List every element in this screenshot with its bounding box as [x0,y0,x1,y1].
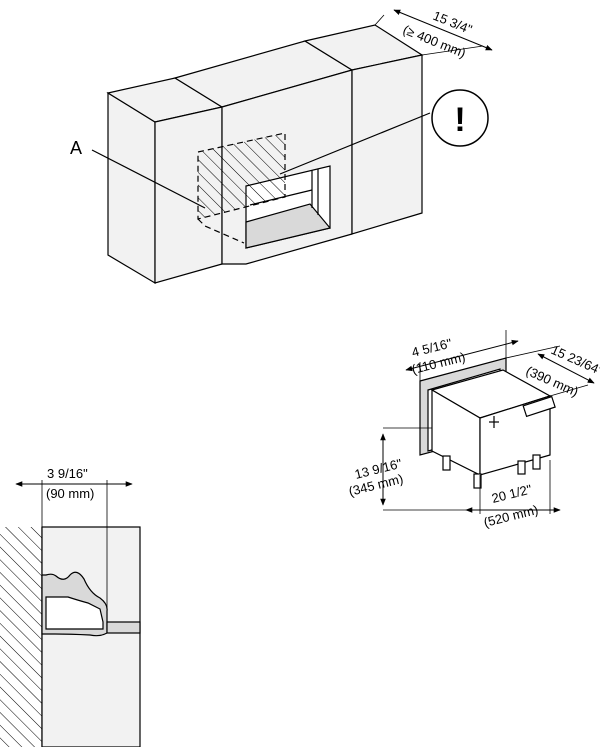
niche-floor [245,203,332,249]
warning-mark: ! [454,101,465,139]
right-cabinet-front [351,54,423,235]
appliance-view [380,330,595,514]
callout-warning-line [279,112,431,175]
appliance-handle [522,395,556,418]
cabinet-section [41,526,141,748]
top-depth-in: 15 3/4" [431,8,475,37]
callout-a-line [91,149,206,209]
gap-mm: (90 mm) [46,486,94,501]
marked-area-a [197,132,286,220]
gap-in: 3 9/16" [47,466,88,481]
label-a: A [70,138,82,158]
front-width-dimension-line [405,339,519,372]
wall-hatched [0,527,42,747]
section-view [0,480,141,748]
left-cabinet-front [107,91,156,285]
width-in: 20 1/2" [490,481,534,506]
cabinet-niche-view [91,9,493,285]
depth-dimension-line-appliance [537,353,595,384]
width-mm: (520 mm) [482,502,540,530]
depth-dimension-line [393,9,493,51]
warning-icon [431,89,489,147]
